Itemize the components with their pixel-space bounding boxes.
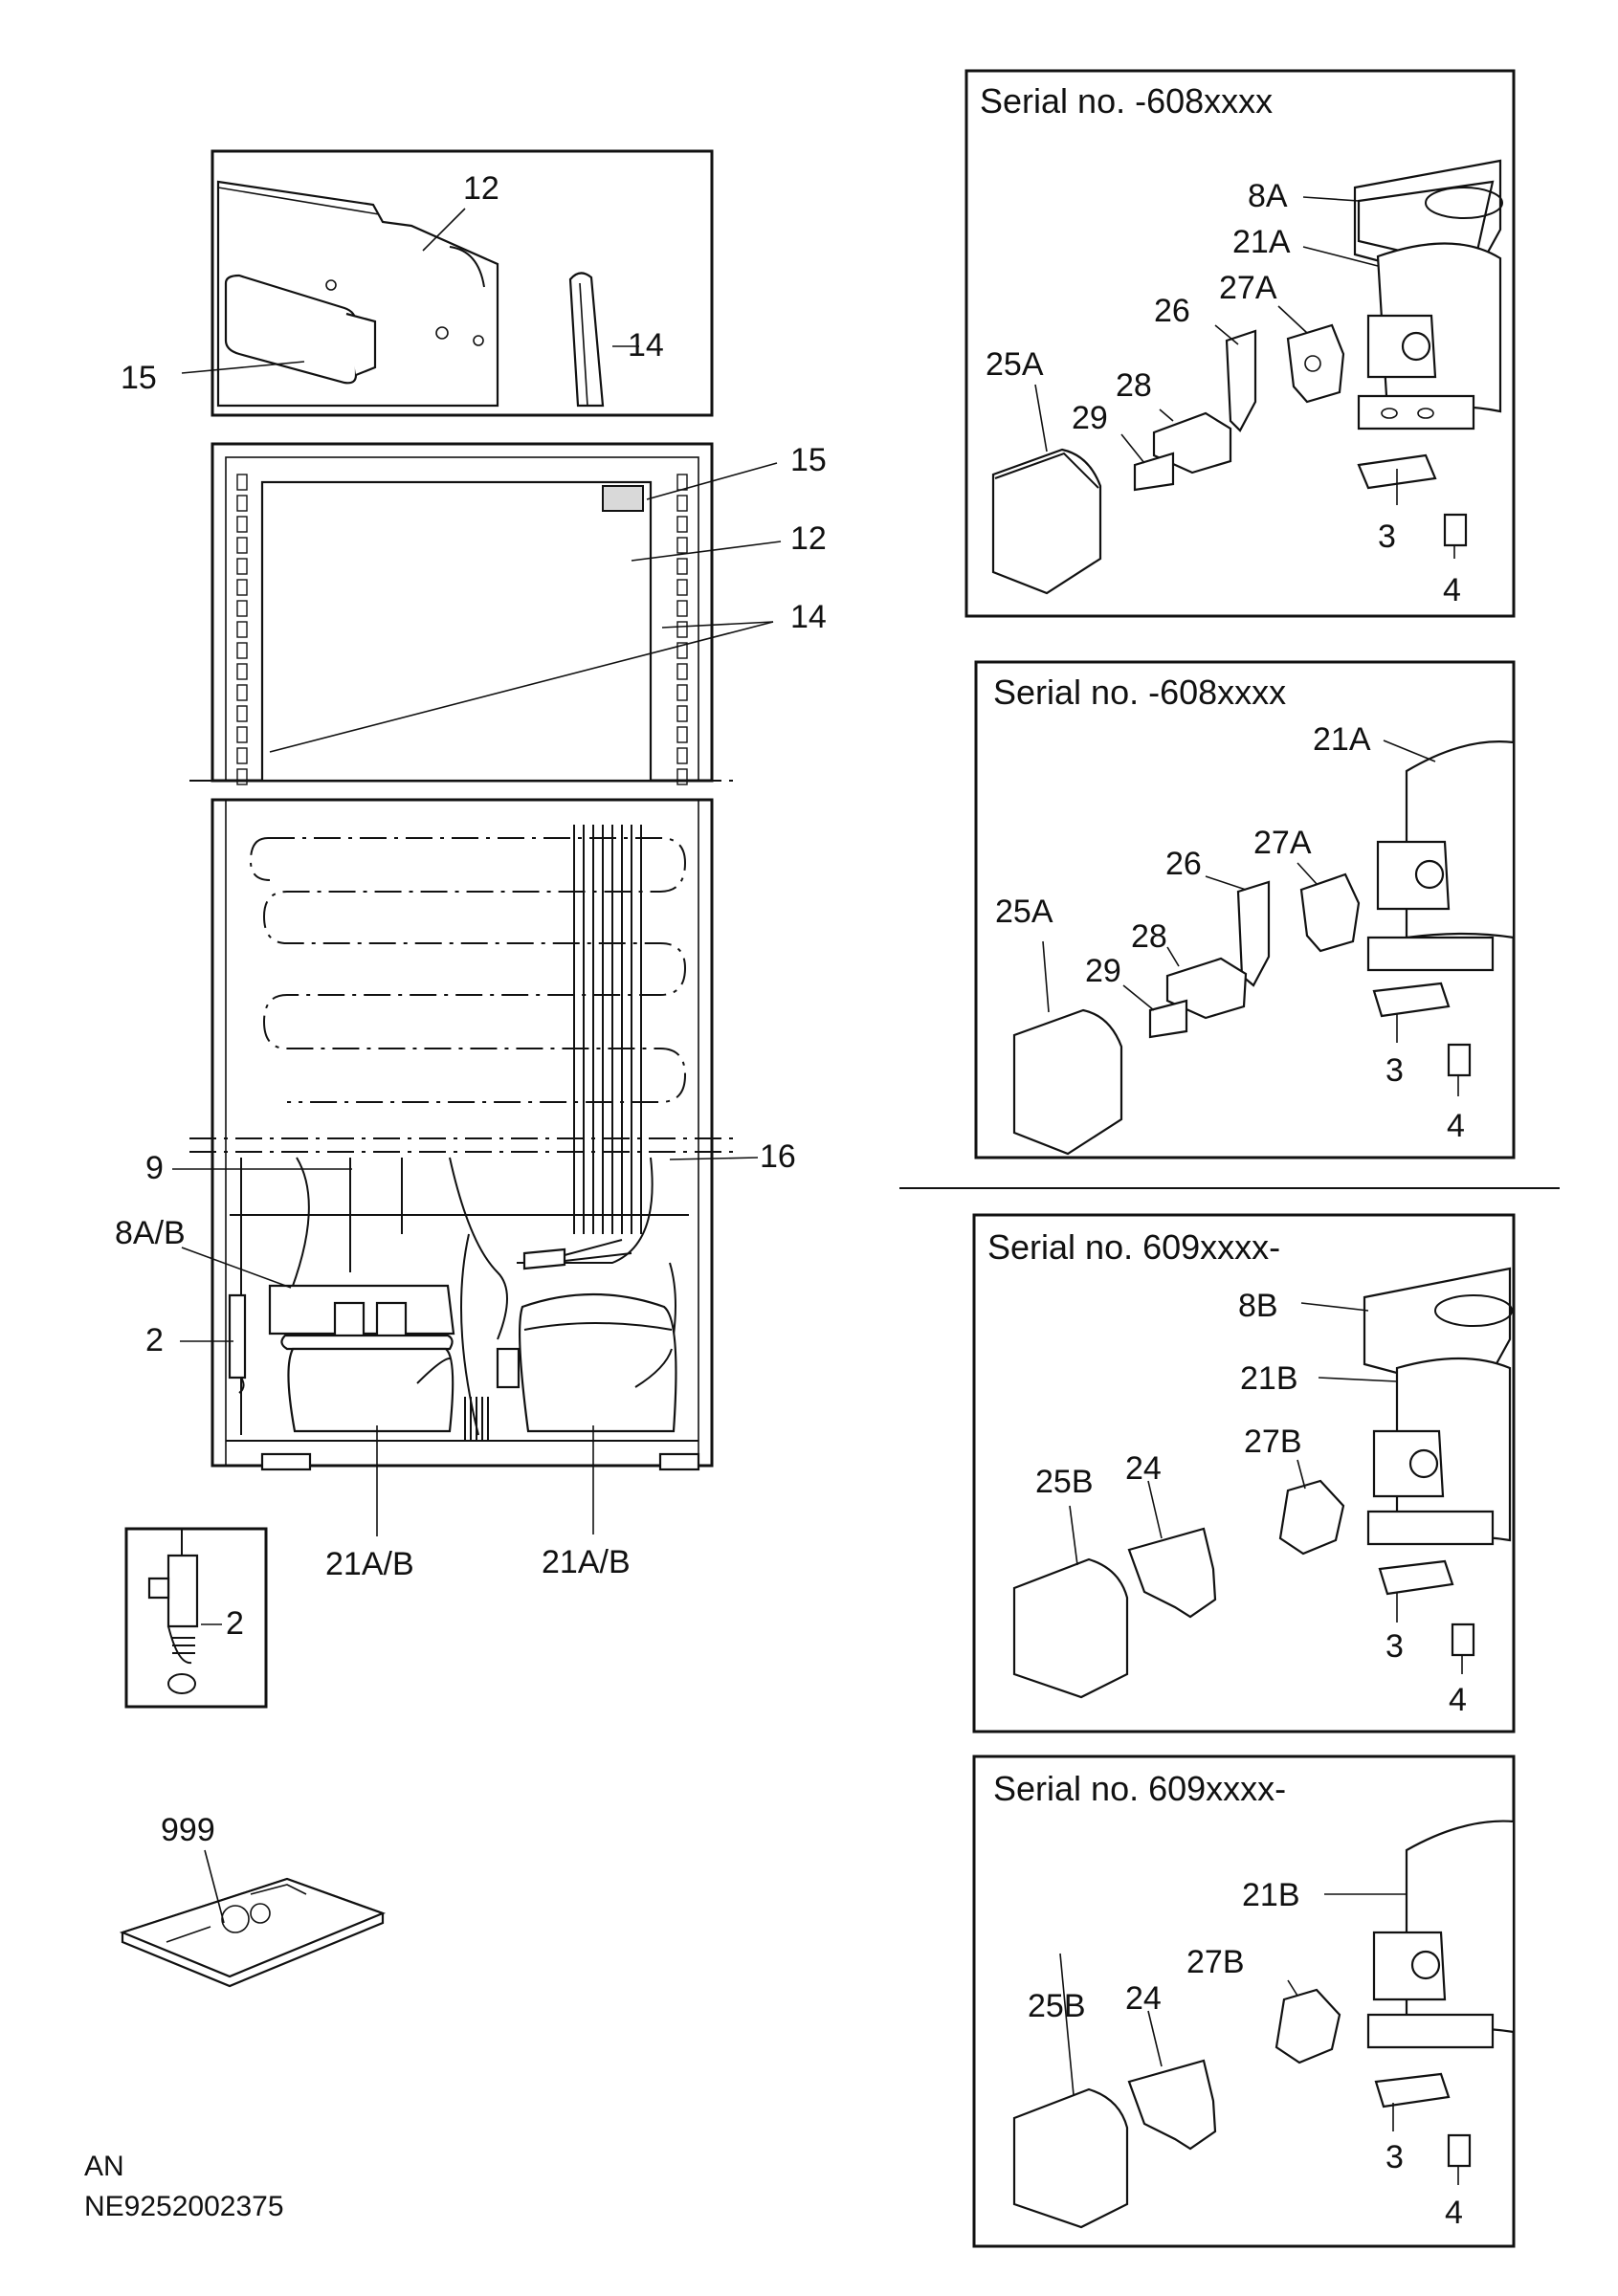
gasket-segment bbox=[236, 516, 248, 533]
label-p1-27a: 27A bbox=[1219, 270, 1277, 306]
label-p1-25a: 25A bbox=[986, 346, 1044, 383]
gasket-segment bbox=[676, 621, 688, 638]
panel-top-right bbox=[964, 69, 1516, 618]
label-thermostat-2: 2 bbox=[226, 1605, 244, 1642]
gasket-segment bbox=[676, 537, 688, 554]
door-detail-panel bbox=[211, 149, 714, 417]
gasket-segment bbox=[236, 579, 248, 596]
manual-booklet bbox=[119, 1877, 387, 1988]
footer-part-number: NE9252002375 bbox=[84, 2191, 284, 2222]
panel-bottom-right-header: Serial no. 609xxxx- bbox=[993, 1769, 1286, 1808]
label-p4-4: 4 bbox=[1445, 2195, 1463, 2231]
panel-bottom-right-art bbox=[1012, 1820, 1516, 2229]
gasket-segment bbox=[236, 495, 248, 512]
gasket-segment bbox=[236, 663, 248, 680]
gasket-segment bbox=[236, 621, 248, 638]
gasket-segment bbox=[236, 474, 248, 491]
panel-third-right bbox=[972, 1213, 1516, 1733]
gasket-segment bbox=[676, 600, 688, 617]
leader-lines bbox=[172, 196, 1463, 2185]
gasket-segment bbox=[236, 726, 248, 743]
gasket-segment bbox=[236, 768, 248, 785]
label-p1-28: 28 bbox=[1116, 367, 1152, 404]
gasket-segment bbox=[676, 495, 688, 512]
panel-third-right-header: Serial no. 609xxxx- bbox=[987, 1227, 1280, 1267]
thermostat-detail-panel bbox=[124, 1527, 268, 1709]
label-cabinet-21ab-right: 21A/B bbox=[542, 1544, 631, 1580]
gasket-segment bbox=[236, 600, 248, 617]
label-p1-8a: 8A bbox=[1248, 178, 1288, 214]
label-p3-4: 4 bbox=[1449, 1682, 1467, 1718]
gasket-segment bbox=[676, 516, 688, 533]
label-door-15: 15 bbox=[121, 360, 157, 396]
panel-second-right-header: Serial no. -608xxxx bbox=[993, 673, 1286, 712]
gasket-segment bbox=[676, 684, 688, 701]
gasket-segment bbox=[676, 663, 688, 680]
gasket-segment bbox=[236, 537, 248, 554]
gasket-segment bbox=[676, 705, 688, 722]
label-cabinet-16: 16 bbox=[760, 1138, 796, 1175]
label-p1-3: 3 bbox=[1378, 519, 1396, 555]
label-p2-4: 4 bbox=[1447, 1108, 1465, 1144]
label-p4-27b: 27B bbox=[1186, 1944, 1245, 1980]
label-p1-29: 29 bbox=[1072, 400, 1108, 436]
gasket-segment bbox=[676, 642, 688, 659]
label-p2-21a: 21A bbox=[1313, 721, 1371, 758]
label-cabinet-8ab: 8A/B bbox=[115, 1215, 186, 1251]
label-p2-26: 26 bbox=[1165, 846, 1202, 882]
label-manual-999: 999 bbox=[161, 1812, 215, 1848]
gasket-segment bbox=[676, 558, 688, 575]
panel-top-right-header: Serial no. -608xxxx bbox=[980, 81, 1273, 121]
label-cabinet-21ab-left: 21A/B bbox=[325, 1546, 414, 1582]
label-p3-21b: 21B bbox=[1240, 1360, 1298, 1397]
label-p2-27a: 27A bbox=[1253, 825, 1312, 861]
label-p4-3: 3 bbox=[1385, 2139, 1404, 2175]
label-door-12: 12 bbox=[463, 170, 499, 207]
panel-top-right-art bbox=[991, 159, 1503, 595]
label-p3-25b: 25B bbox=[1035, 1464, 1094, 1500]
label-p3-8b: 8B bbox=[1238, 1288, 1278, 1324]
gasket-segment bbox=[236, 642, 248, 659]
gasket-segment bbox=[676, 474, 688, 491]
label-p4-21b: 21B bbox=[1242, 1877, 1300, 1913]
label-p2-29: 29 bbox=[1085, 953, 1121, 989]
gasket-segment bbox=[236, 684, 248, 701]
panel-second-right-art bbox=[1012, 740, 1516, 1156]
label-cabinet-2: 2 bbox=[145, 1322, 164, 1358]
label-p2-25a: 25A bbox=[995, 894, 1053, 930]
label-cabinet-9: 9 bbox=[145, 1150, 164, 1186]
panel-third-right-art bbox=[1012, 1267, 1513, 1699]
label-cabinet-12: 12 bbox=[790, 520, 827, 557]
footer-code-an: AN bbox=[84, 2151, 124, 2182]
label-p3-24: 24 bbox=[1125, 1450, 1162, 1487]
cabinet-lower bbox=[211, 798, 714, 1471]
gasket-segment bbox=[236, 705, 248, 722]
label-door-14: 14 bbox=[628, 327, 664, 364]
label-p2-28: 28 bbox=[1131, 918, 1167, 955]
gasket-segment bbox=[676, 579, 688, 596]
gasket-segment bbox=[236, 747, 248, 764]
label-p4-24: 24 bbox=[1125, 1980, 1162, 2017]
gasket-segment bbox=[676, 768, 688, 785]
label-cabinet-14: 14 bbox=[790, 599, 827, 635]
label-p2-3: 3 bbox=[1385, 1052, 1404, 1089]
gasket-segment bbox=[236, 558, 248, 575]
label-p1-21a: 21A bbox=[1232, 224, 1291, 260]
gasket-segment bbox=[676, 747, 688, 764]
label-p4-25b: 25B bbox=[1028, 1988, 1086, 2024]
cabinet-upper bbox=[211, 442, 714, 785]
label-p3-3: 3 bbox=[1385, 1628, 1404, 1665]
label-cabinet-15: 15 bbox=[790, 442, 827, 478]
label-p3-27b: 27B bbox=[1244, 1424, 1302, 1460]
gasket-segment bbox=[676, 726, 688, 743]
label-p1-26: 26 bbox=[1154, 293, 1190, 329]
label-p1-4: 4 bbox=[1443, 572, 1461, 608]
